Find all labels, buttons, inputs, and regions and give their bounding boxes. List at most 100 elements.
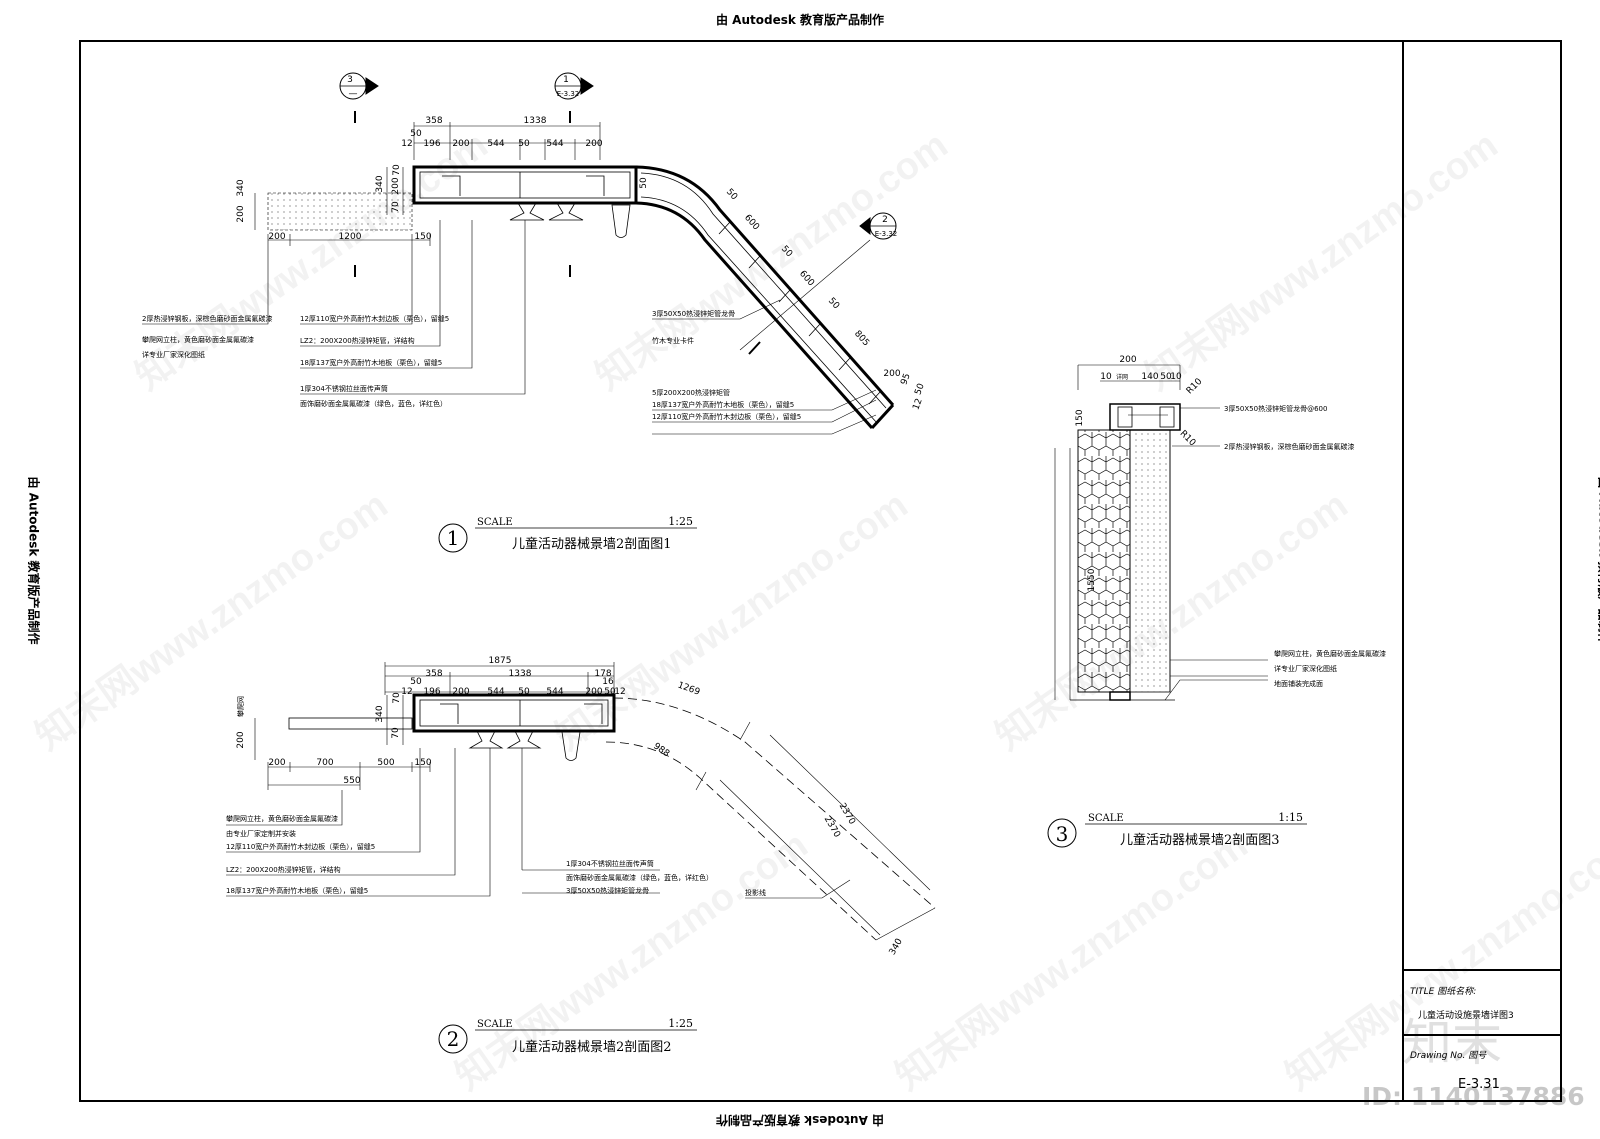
climb-net-bar bbox=[288, 717, 413, 730]
dim-label: 2370 bbox=[822, 815, 842, 840]
dim-label: 150 bbox=[1075, 409, 1085, 426]
dim-label: 700 bbox=[316, 758, 333, 768]
marker-1-number: 1 bbox=[563, 75, 569, 85]
dim-label: 50 bbox=[724, 187, 739, 202]
dim-label: 10 bbox=[1170, 372, 1182, 382]
slope-outer bbox=[635, 165, 895, 406]
note: 18厚137宽户外高耐竹木地板（栗色），留缝5 bbox=[226, 886, 368, 895]
dim-label: 200 bbox=[452, 687, 469, 697]
section-1-title: 1 SCALE 1:25 儿童活动器械景墙2剖面图1 bbox=[447, 515, 693, 552]
marker-3-number: 3 bbox=[347, 75, 353, 85]
note: 攀爬网立柱，黄色磨砂面金属氟碳漆 bbox=[226, 814, 338, 823]
dim-label: 70 bbox=[392, 692, 402, 704]
section-2-scale-label: SCALE bbox=[477, 1019, 513, 1030]
brand-logo: 知末 bbox=[1402, 1014, 1502, 1072]
dim-label: 12 bbox=[911, 397, 924, 411]
dim-label: 200 bbox=[585, 139, 602, 149]
note: 攀爬网立柱，黄色磨砂面金属氟碳漆 bbox=[142, 335, 254, 344]
note: 3厚50X50热浸锌矩管龙骨 bbox=[566, 886, 649, 895]
dim-label: 600 bbox=[797, 269, 816, 289]
dim-label: R10 bbox=[1185, 377, 1205, 397]
section-3-scale-label: SCALE bbox=[1088, 813, 1124, 824]
dim-label: 500 bbox=[377, 758, 394, 768]
note: 12厚110宽户外高耐竹木封边板（栗色），留缝5 bbox=[652, 412, 801, 421]
note: 3厚50X50热浸锌矩管龙骨 bbox=[652, 309, 735, 318]
dim-label: 200 bbox=[268, 232, 285, 242]
section-2 bbox=[226, 662, 936, 1054]
dim-label: 544 bbox=[487, 687, 504, 697]
dim-label: 1338 bbox=[509, 669, 532, 679]
title-block-rule bbox=[1402, 1034, 1562, 1036]
dim-label: 200 bbox=[236, 205, 246, 222]
section-3 bbox=[1047, 364, 1307, 848]
dim-label: 50 bbox=[518, 687, 530, 697]
dim-label: 12 bbox=[401, 139, 412, 149]
dim-label: 200 bbox=[585, 687, 602, 697]
dim-label: 1200 bbox=[339, 232, 362, 242]
dim-label: 340 bbox=[888, 937, 905, 957]
dim-label: 200 bbox=[391, 177, 401, 194]
hex-wall bbox=[1077, 429, 1131, 693]
projection-line-outer bbox=[613, 697, 936, 909]
dim-label: 70 bbox=[392, 164, 402, 176]
dim-label: 200 bbox=[236, 731, 246, 748]
dim-label: 200 bbox=[452, 139, 469, 149]
marker-2-number: 2 bbox=[882, 215, 888, 225]
dim-label: 544 bbox=[546, 139, 563, 149]
note: 攀爬网立柱，黄色磨砂面金属氟碳漆 bbox=[1274, 649, 1386, 658]
title-value: 儿童活动设施景墙详图3 bbox=[1418, 1011, 1514, 1021]
section-2-number: 2 bbox=[447, 1027, 460, 1051]
marker-1-ref: E-3.32 bbox=[557, 90, 580, 98]
note: 5厚200X200热浸锌矩管 bbox=[652, 388, 730, 397]
projection-line-inner bbox=[605, 741, 877, 941]
note: 3厚50X50热浸锌矩管龙骨@600 bbox=[1224, 404, 1327, 413]
dim-label: 50 bbox=[639, 177, 649, 189]
note: 2厚热浸锌钢板，深棕色磨砂面金属氟碳漆 bbox=[1224, 442, 1354, 451]
section-1-labels: 3 — 1 E-3.32 2 E-3.32 358 1338 50 12 196… bbox=[142, 75, 927, 421]
cap-tube bbox=[1109, 403, 1181, 431]
dim-label: 150 bbox=[414, 232, 431, 242]
dim-label: 988 bbox=[651, 741, 671, 759]
dim-label: 150 bbox=[414, 758, 431, 768]
section-3-title-text: 儿童活动器械景墙2剖面图3 bbox=[1120, 832, 1280, 848]
dim-label: 178 bbox=[594, 669, 611, 679]
section-1 bbox=[142, 72, 897, 553]
section-3-title-circle bbox=[1047, 818, 1077, 848]
dim-label: 50 bbox=[826, 296, 841, 311]
dim-label: 544 bbox=[546, 687, 563, 697]
title-label: TITLE 图纸名称: bbox=[1410, 987, 1477, 997]
dim-label: 544 bbox=[487, 139, 504, 149]
drawing-frame bbox=[79, 40, 1562, 1102]
section-2-title-circle bbox=[438, 1024, 468, 1054]
dim-label: 50 bbox=[410, 129, 422, 139]
section-1-scale-label: SCALE bbox=[477, 517, 513, 528]
section-2-scale: 1:25 bbox=[668, 1017, 693, 1030]
note: 详专业厂家深化图纸 bbox=[1274, 664, 1337, 673]
dim-label: 50 bbox=[779, 244, 794, 259]
note: 12厚110宽户外高耐竹木封边板（栗色），留缝5 bbox=[226, 842, 375, 851]
section-2-title: 2 SCALE 1:25 儿童活动器械景墙2剖面图2 bbox=[447, 1017, 693, 1055]
dim-label: 340 bbox=[375, 705, 385, 722]
dim-label: 196 bbox=[423, 139, 440, 149]
dim-label: 70 bbox=[391, 727, 401, 739]
dim-label: 200 bbox=[268, 758, 285, 768]
dim-label: 50 bbox=[1160, 372, 1172, 382]
dim-label: 12 bbox=[401, 687, 412, 697]
dim-label: 200 bbox=[1119, 355, 1136, 365]
title-block-rule bbox=[1402, 969, 1562, 971]
deck-box-2 bbox=[412, 693, 616, 733]
note: LZ2：200X200热浸锌矩管，详结构 bbox=[300, 336, 415, 345]
autodesk-stamp-top: 由 Autodesk 教育版产品制作 bbox=[715, 13, 885, 27]
dim-label: 12 bbox=[614, 687, 625, 697]
dim-label: 340 bbox=[375, 175, 385, 192]
dim-label: 50 bbox=[604, 687, 616, 697]
dim-label: 50 bbox=[518, 139, 530, 149]
dim-label: 340 bbox=[236, 179, 246, 196]
note: 由专业厂家定制并安装 bbox=[226, 829, 296, 838]
note: 面饰磨砂面金属氟碳漆（绿色，蓝色，详红色） bbox=[566, 873, 713, 882]
section-3-scale: 1:15 bbox=[1278, 811, 1303, 824]
dim-label: 550 bbox=[343, 776, 360, 786]
section-1-number: 1 bbox=[447, 526, 460, 550]
section-3-title: 3 SCALE 1:15 儿童活动器械景墙2剖面图3 bbox=[1056, 811, 1303, 848]
